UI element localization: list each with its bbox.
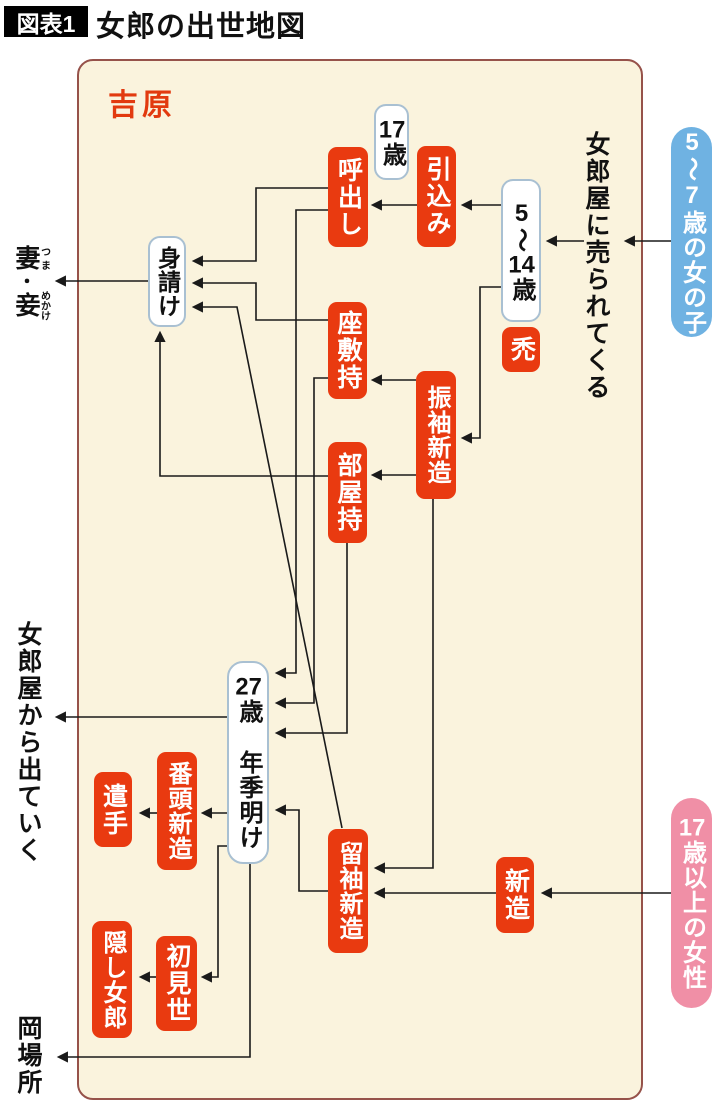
node-tomesode-shinzo: 留袖新造 <box>328 829 368 953</box>
pill-girls-5-7: 5〜7歳の女の子 <box>671 127 712 337</box>
age-5-14-tilde: 〜 <box>508 227 535 253</box>
node-age-27-kimake: 27歳年季明け <box>227 661 269 864</box>
node-banto-shinzo: 番頭新造 <box>157 752 197 870</box>
age-17-number: 17 <box>378 117 406 142</box>
node-heyamochi: 部屋持 <box>328 442 367 543</box>
age-5-14-to: 14 <box>508 252 535 277</box>
concubine-ruby: 妾めかけ <box>12 290 50 321</box>
women-rest: 歳以上の女性 <box>678 840 706 990</box>
age-27-unit: 歳 <box>235 699 262 724</box>
node-miuke: 身請け <box>148 236 186 327</box>
girls-to: 7 <box>678 182 706 210</box>
age-5-14-from: 5 <box>508 199 535 228</box>
women-number: 17 <box>678 816 706 840</box>
node-hikikomi: 引込み <box>417 146 456 247</box>
girls-from: 5 <box>678 129 706 157</box>
node-shinzo: 新造 <box>496 857 534 933</box>
kimake-note: 年季明け <box>235 750 262 850</box>
label-leaving-brothel: 女郎屋から出ていく <box>14 621 42 864</box>
label-sold-to-brothel: 女郎屋に売られてくる <box>582 131 610 401</box>
node-age-5-14: 5〜14歳 <box>501 179 541 322</box>
node-kamuro: 禿 <box>502 327 540 372</box>
middle-dot: ・ <box>16 272 36 292</box>
region-label: 吉原 <box>108 89 176 122</box>
label-wife-concubine: 妻つま・妾めかけ <box>12 245 50 321</box>
label-okabasho: 岡場所 <box>14 1015 42 1096</box>
figure-badge: 図表1 <box>4 6 88 37</box>
node-age-17: 17歳 <box>374 104 409 180</box>
girls-tilde: 〜 <box>678 157 706 182</box>
age-17-unit: 歳 <box>378 141 406 167</box>
node-furisode-shinzo: 振袖新造 <box>416 371 456 499</box>
page-title: 女郎の出世地図 <box>96 11 307 43</box>
node-yarite: 遣手 <box>94 772 132 847</box>
girls-rest: 歳の女の子 <box>678 210 706 335</box>
node-zashikimochi: 座敷持 <box>328 302 367 399</box>
node-yobidashi: 呼出し <box>328 147 368 247</box>
node-hatsumise: 初見世 <box>156 936 197 1031</box>
pill-women-17plus: 17歳以上の女性 <box>671 798 712 1008</box>
wife-ruby: 妻つま <box>12 245 50 272</box>
node-kakushi-joro: 隠し女郎 <box>92 921 132 1038</box>
age-27-number: 27 <box>235 675 262 699</box>
age-5-14-unit: 歳 <box>508 276 535 302</box>
